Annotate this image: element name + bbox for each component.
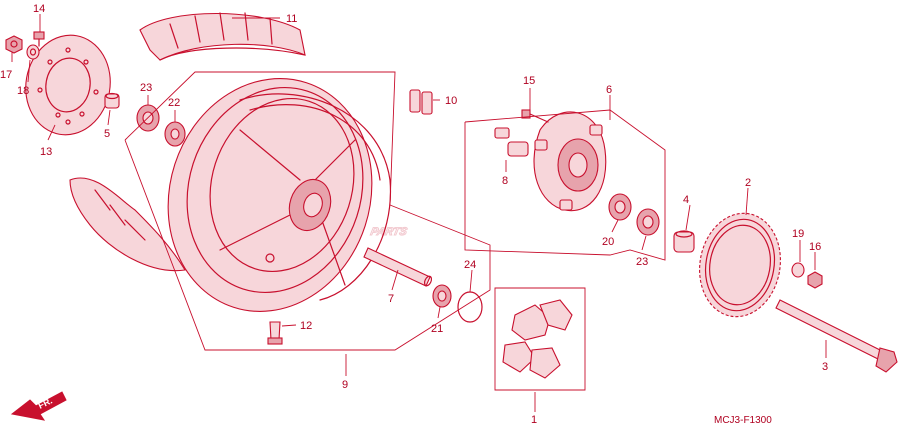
front-direction-arrow: FR. — [10, 391, 67, 421]
collar-5 — [104, 92, 120, 109]
callout-12: 12 — [300, 320, 312, 332]
callout-16: 16 — [809, 241, 821, 253]
callout-18: 18 — [17, 85, 29, 97]
stud-8 — [494, 127, 529, 157]
collar-4 — [673, 230, 695, 253]
callout-13: 13 — [40, 146, 52, 158]
callout-20: 20 — [602, 236, 614, 248]
washer-19 — [791, 262, 805, 278]
callout-15: 15 — [523, 75, 535, 87]
seal-23-right — [636, 208, 660, 236]
driven-sprocket — [699, 212, 781, 318]
valve-12 — [267, 321, 283, 345]
callout-14: 14 — [33, 3, 45, 15]
callout-1: 1 — [531, 414, 537, 426]
damper-frame — [494, 287, 586, 391]
axle-sleeve-7 — [363, 247, 433, 287]
balance-weight-10 — [409, 89, 433, 115]
callout-23-right: 23 — [636, 256, 648, 268]
callout-21: 21 — [431, 323, 443, 335]
nut-16 — [807, 271, 823, 289]
callout-11: 11 — [286, 13, 297, 25]
callout-7: 7 — [388, 293, 394, 305]
watermark: PARTS — [369, 226, 408, 238]
callout-6: 6 — [606, 84, 612, 96]
callout-4: 4 — [683, 194, 689, 206]
bearing-21 — [432, 284, 452, 308]
nut-17 — [5, 35, 23, 54]
bolt-14 — [33, 31, 45, 47]
brake-disc — [25, 34, 111, 136]
washer-18 — [26, 44, 40, 60]
callout-8: 8 — [502, 175, 508, 187]
diagram-code: MCJ3-F1300 — [714, 415, 772, 426]
bolt-15 — [521, 109, 549, 123]
callout-19: 19 — [792, 228, 804, 240]
callout-17: 17 — [0, 69, 12, 81]
bearing-22 — [164, 121, 186, 147]
damper-rubbers — [502, 299, 573, 379]
callout-labels: 1 2 3 4 5 6 7 8 9 10 11 12 13 14 15 16 1… — [0, 3, 828, 426]
callout-9: 9 — [342, 379, 348, 391]
callout-10: 10 — [445, 95, 457, 107]
final-driven-flange — [533, 111, 607, 212]
bearing-20 — [608, 193, 632, 221]
o-ring-24 — [457, 291, 483, 323]
tire — [69, 12, 306, 272]
callout-22: 22 — [168, 97, 180, 109]
flange-assembly-frame — [464, 109, 666, 261]
leader-lines — [11, 14, 827, 412]
callout-3: 3 — [822, 361, 828, 373]
wheel-rim — [167, 78, 392, 312]
rear-axle-3 — [775, 299, 898, 373]
callout-24: 24 — [464, 259, 476, 271]
callout-5: 5 — [104, 128, 110, 140]
wheel-assembly-frame — [124, 71, 491, 351]
callout-23-left: 23 — [140, 82, 152, 94]
callout-2: 2 — [745, 177, 751, 189]
